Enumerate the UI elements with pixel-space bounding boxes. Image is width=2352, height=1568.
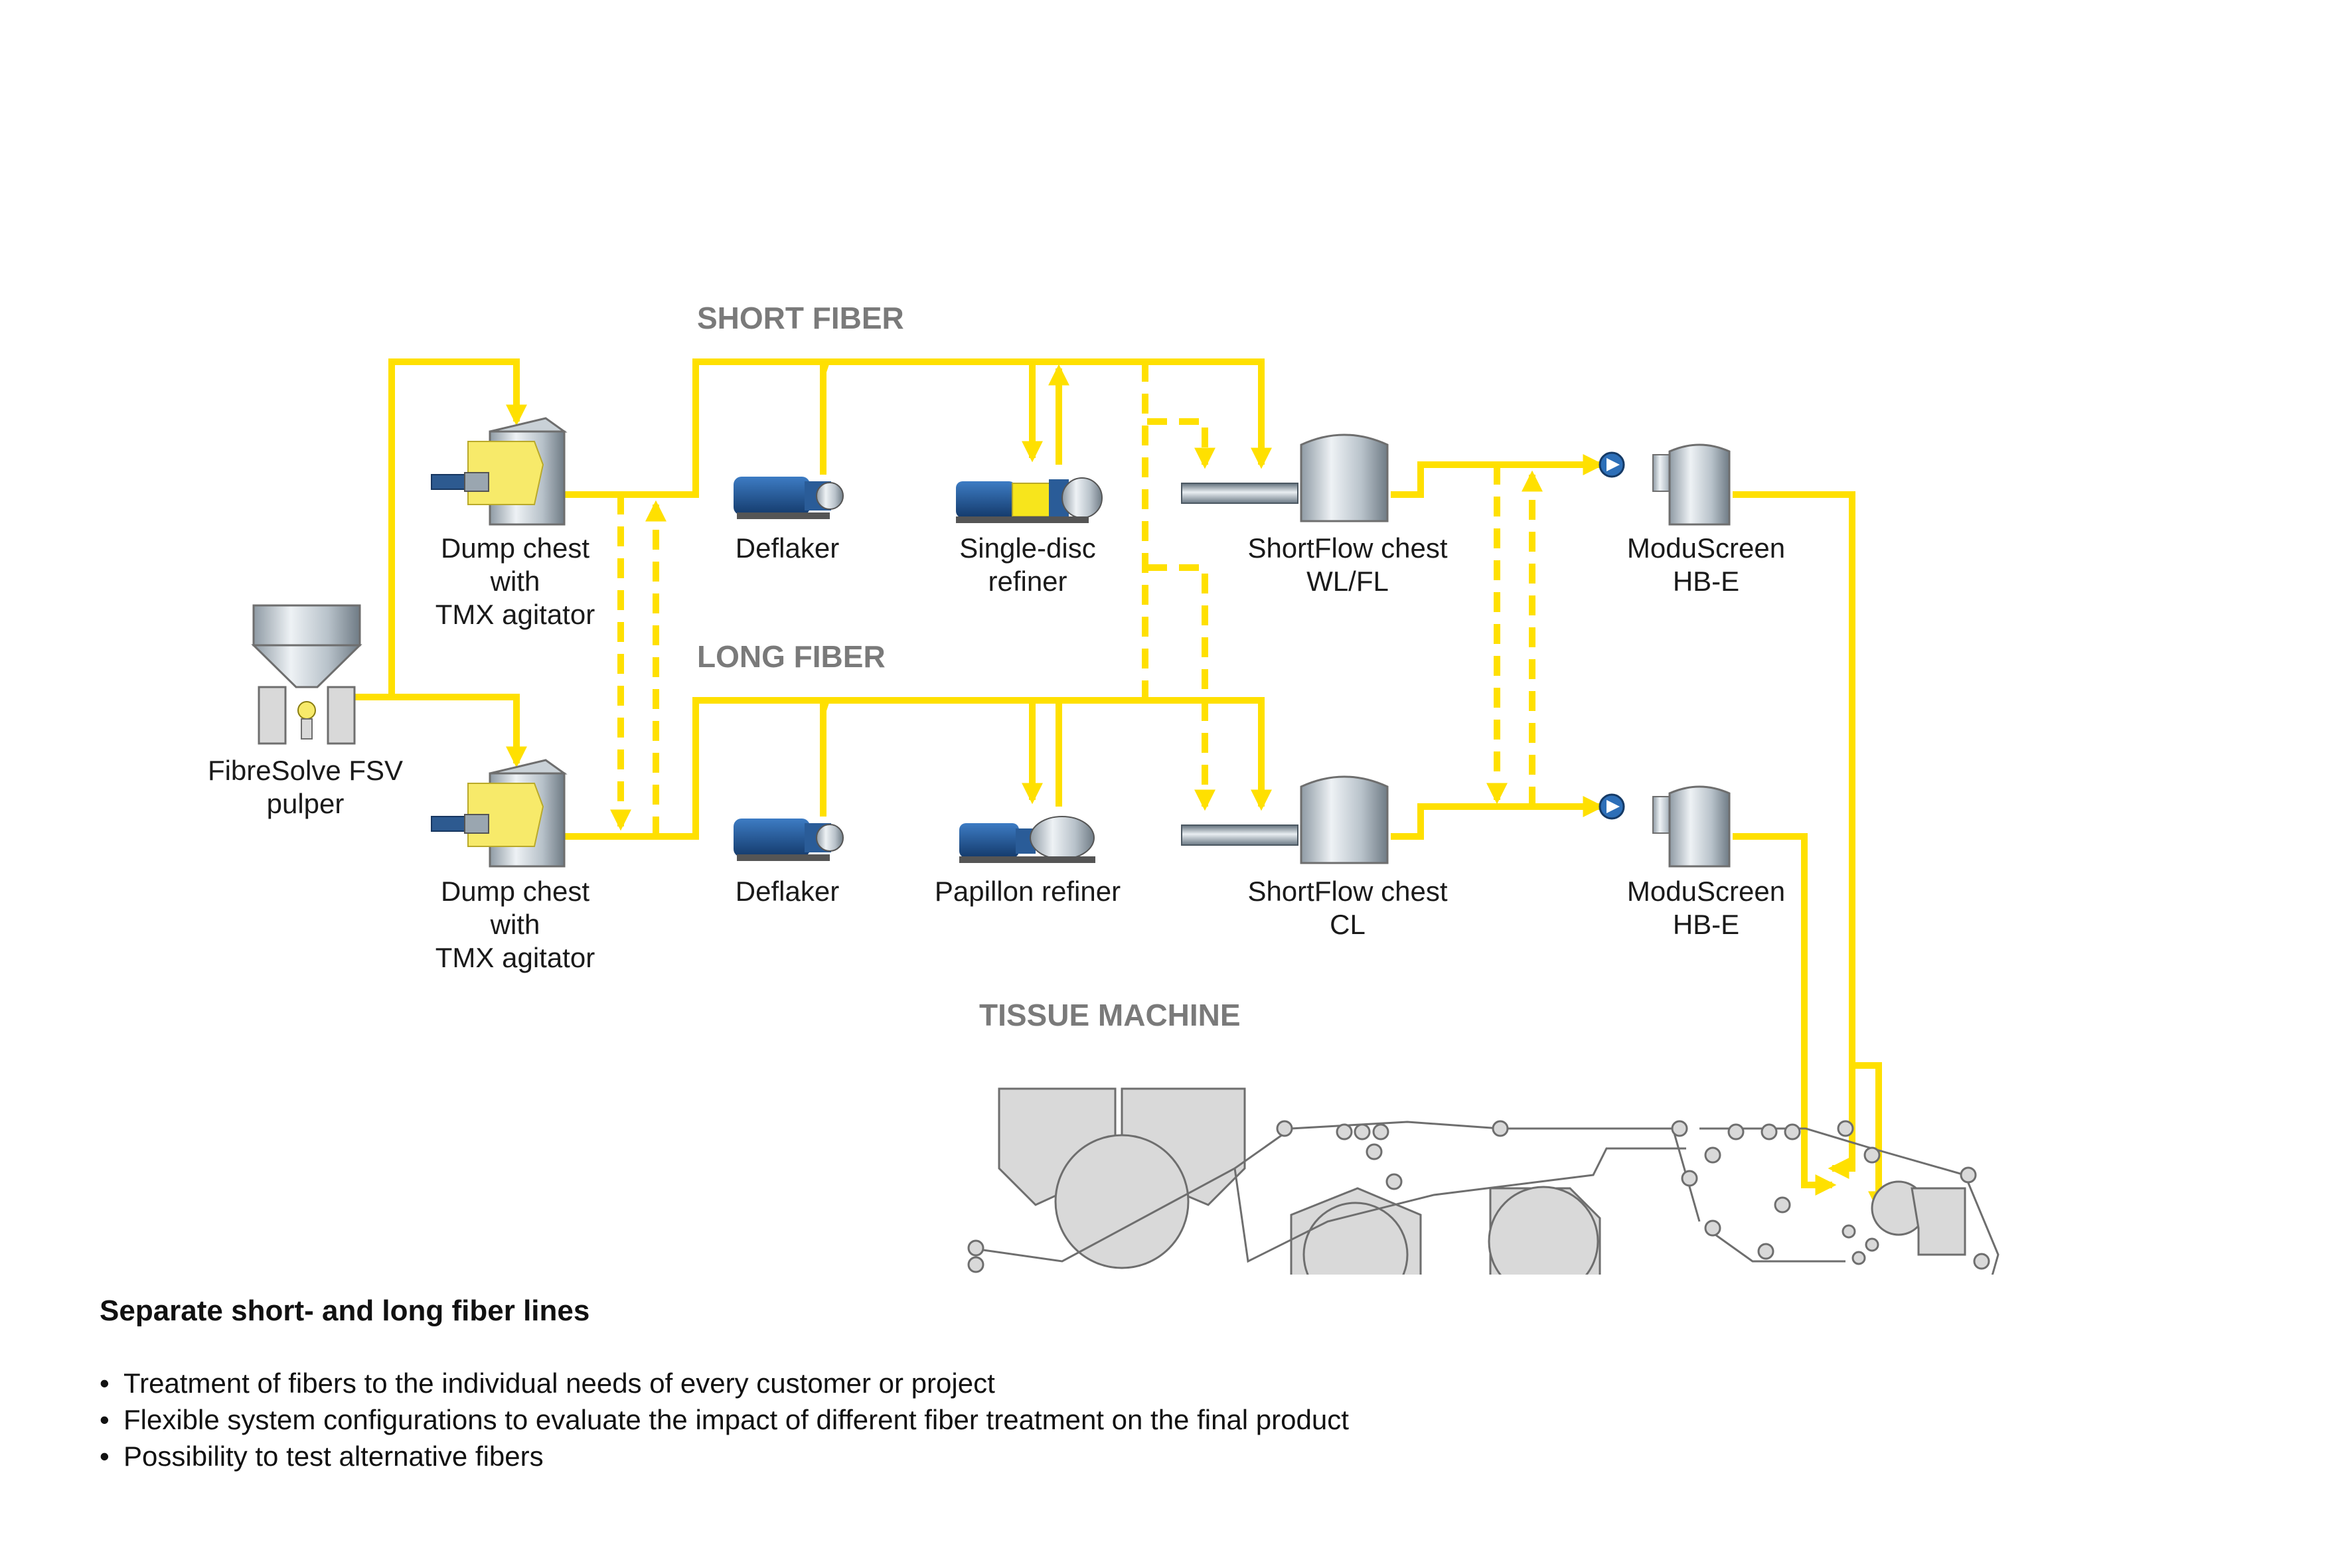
- moduscreen-long-icon: [1652, 785, 1731, 868]
- dump-chest-long-icon: [431, 759, 568, 868]
- shortflow-chest-wl-icon: [1181, 433, 1389, 522]
- papillon-refiner-icon: [959, 816, 1095, 863]
- label-shortflow-long-line2: CL: [1330, 909, 1366, 940]
- flow-screen-short-branch: [1828, 982, 1855, 1180]
- header-short-fiber: SHORT FIBER: [697, 301, 904, 335]
- label-dump-chest-long-line2: with: [490, 909, 540, 940]
- header-tissue-machine: TISSUE MACHINE: [979, 998, 1241, 1032]
- flow-shortflow-long-to-screen: [1391, 795, 1605, 840]
- flow-lines: [345, 358, 1890, 1213]
- label-papillon-refiner: Papillon refiner: [935, 876, 1121, 907]
- flow-diagram-svg: SHORT FIBER LONG FIBER TISSUE MACHINE Fi…: [208, 301, 1999, 1275]
- label-pulper-line2: pulper: [267, 788, 345, 819]
- label-single-disc-refiner-line2: refiner: [988, 566, 1067, 597]
- note-bullet: Flexible system configurations to evalua…: [100, 1401, 1826, 1438]
- flow-shortflow-short-to-screen: [1391, 453, 1605, 498]
- flow-deflaker-long-to-header: [820, 697, 1273, 817]
- deflaker-long-icon: [734, 819, 844, 861]
- label-shortflow-short-line1: ShortFlow chest: [1247, 532, 1447, 564]
- label-shortflow-long-line1: ShortFlow chest: [1247, 876, 1447, 907]
- notes-list: Treatment of fibers to the individual ne…: [100, 1365, 1826, 1474]
- tissue-machine-icon: [967, 1087, 1999, 1275]
- label-dump-chest-short-line3: TMX agitator: [435, 599, 595, 630]
- label-dump-chest-long-line3: TMX agitator: [435, 942, 595, 973]
- label-moduscreen-short-line1: ModuScreen: [1627, 532, 1785, 564]
- flow-pulper-to-dump-short: [345, 358, 528, 700]
- pulper-icon: [251, 604, 362, 745]
- shortflow-chest-cl-icon: [1181, 775, 1389, 864]
- feed-pump-long-icon: [1599, 793, 1625, 820]
- notes-section: Separate short- and long fiber lines Tre…: [100, 1294, 1826, 1474]
- flow-dump-short-to-deflaker: [564, 358, 826, 498]
- label-single-disc-refiner-line1: Single-disc: [959, 532, 1095, 564]
- label-dump-chest-short-line2: with: [490, 566, 540, 597]
- label-deflaker-short: Deflaker: [736, 532, 839, 564]
- label-deflaker-long: Deflaker: [736, 876, 839, 907]
- notes-title: Separate short- and long fiber lines: [100, 1294, 590, 1327]
- flow-screen-long-to-headbox: [1733, 833, 1837, 1196]
- label-moduscreen-short-line2: HB-E: [1673, 566, 1739, 597]
- deflaker-short-icon: [734, 477, 844, 519]
- optional-flow-lines: [609, 362, 1543, 836]
- flow-deflaker-short-to-header: [820, 358, 1273, 475]
- crossover-to-shortflow-cl: [1147, 564, 1216, 811]
- single-disc-refiner-icon: [956, 477, 1103, 523]
- note-bullet: Treatment of fibers to the individual ne…: [100, 1365, 1826, 1401]
- label-pulper-line1: FibreSolve FSV: [208, 755, 403, 786]
- feed-pump-short-icon: [1599, 451, 1625, 478]
- note-bullet: Possibility to test alternative fibers: [100, 1438, 1826, 1474]
- label-dump-chest-long-line1: Dump chest: [441, 876, 589, 907]
- label-shortflow-short-line2: WL/FL: [1306, 566, 1389, 597]
- header-long-fiber: LONG FIBER: [697, 639, 886, 674]
- flow-pulper-to-dump-long: [345, 694, 528, 768]
- label-dump-chest-short-line1: Dump chest: [441, 532, 589, 564]
- moduscreen-short-icon: [1652, 443, 1731, 526]
- label-moduscreen-long-line2: HB-E: [1673, 909, 1739, 940]
- dump-chest-short-icon: [431, 417, 568, 526]
- crossover-to-shortflow-wl: [1147, 418, 1216, 469]
- flow-dump-long-to-deflaker: [564, 697, 826, 840]
- label-moduscreen-long-line1: ModuScreen: [1627, 876, 1785, 907]
